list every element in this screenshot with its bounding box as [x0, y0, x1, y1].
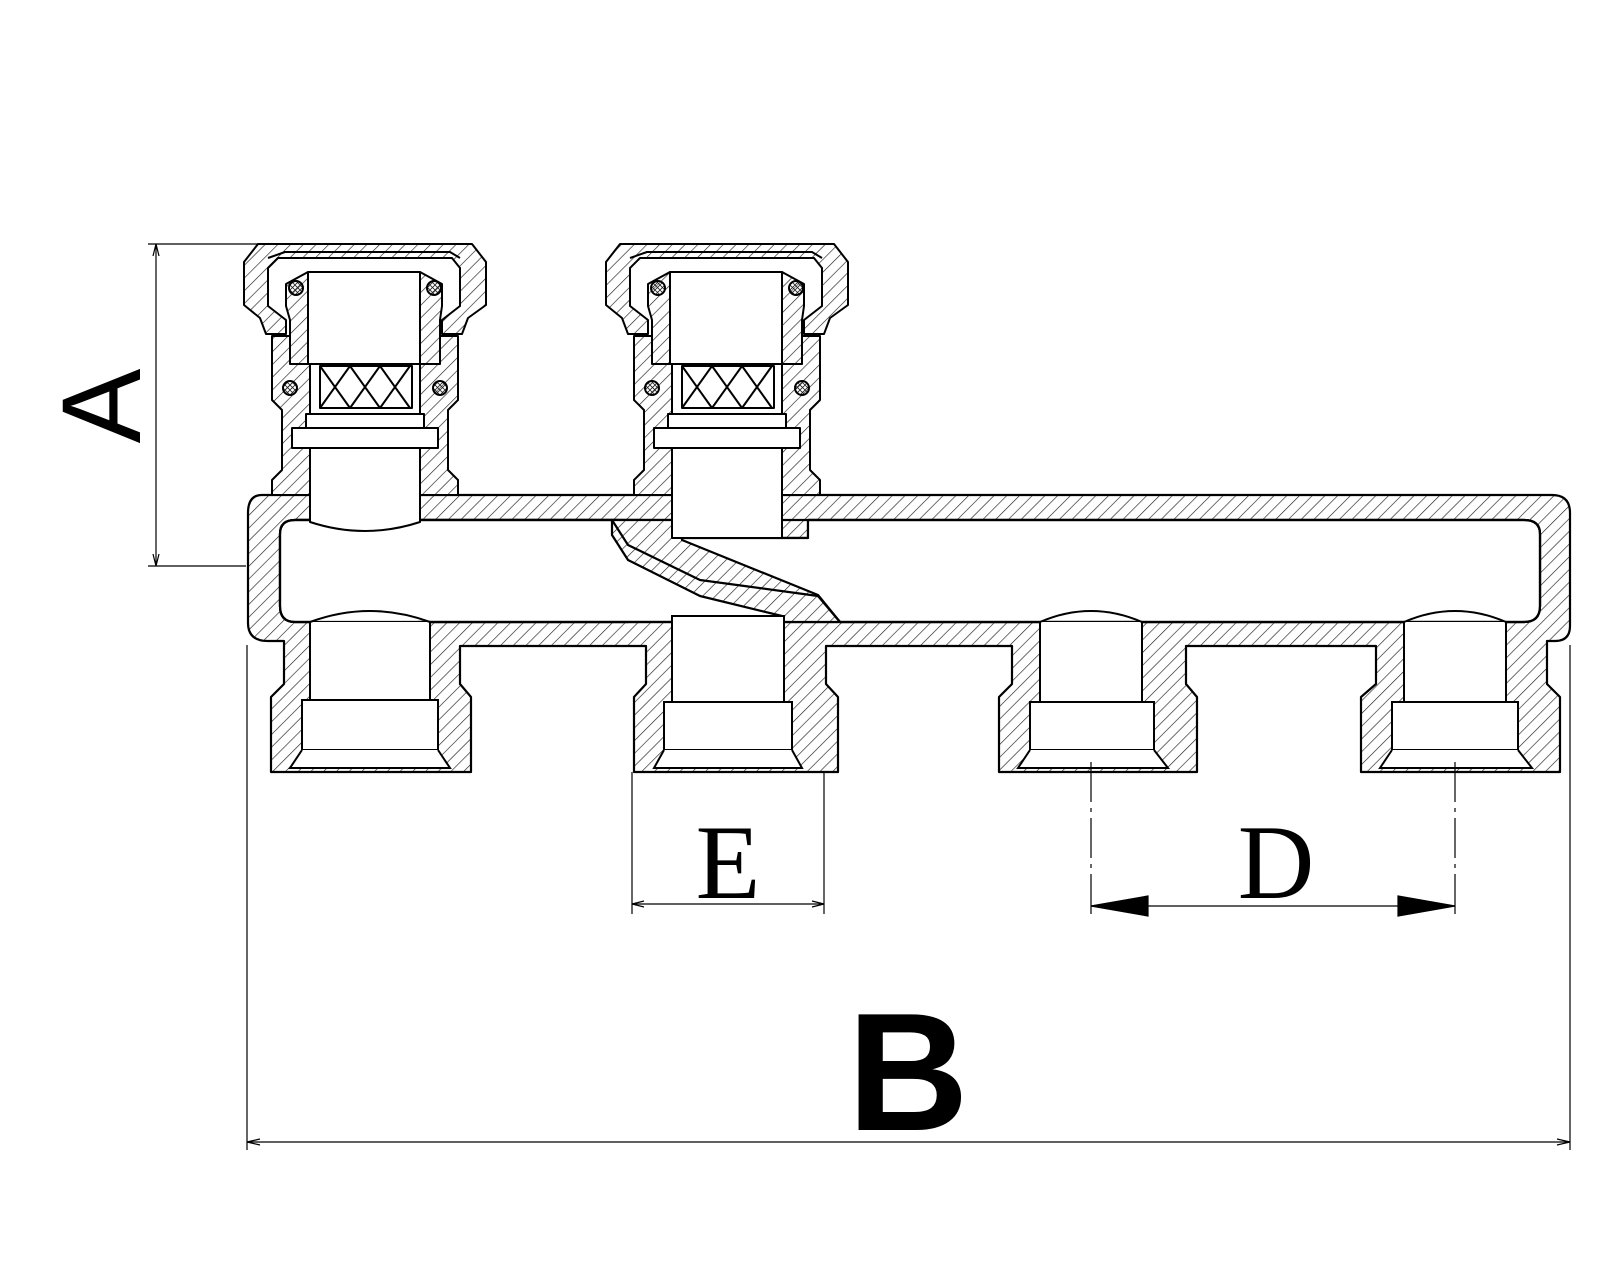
valve-left [243, 243, 487, 532]
dimension-d-arrow-left [1090, 895, 1149, 917]
dimension-a-label: A [39, 368, 164, 443]
outlet-3 [1016, 610, 1171, 769]
manifold-body [246, 493, 1572, 774]
dimension-d [1090, 762, 1456, 917]
outlet-4 [1378, 610, 1535, 769]
outlet-2 [652, 615, 804, 769]
dimension-e-label: E [696, 804, 761, 921]
outlet-1 [288, 610, 452, 769]
dimension-b [246, 645, 1571, 1150]
dimension-a [148, 243, 262, 567]
dimension-d-label: D [1238, 804, 1315, 921]
bottom-outlets [288, 610, 1535, 769]
dimension-b-label: B [847, 978, 968, 1166]
dimension-e [631, 772, 825, 914]
valve-right [605, 243, 849, 539]
dimension-d-arrow-right [1397, 895, 1456, 917]
